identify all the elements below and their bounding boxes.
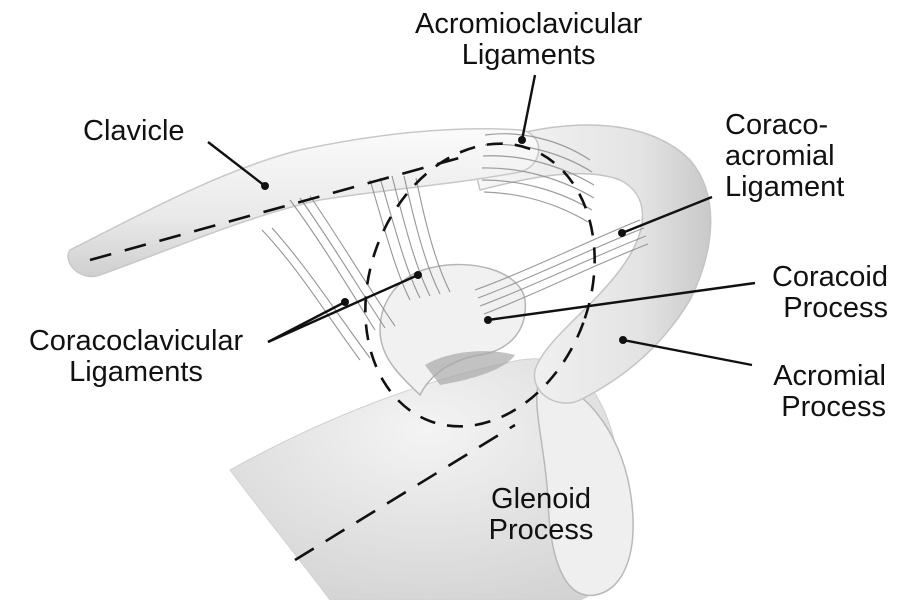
label-line: Ligaments [69,356,203,388]
leader-dots [261,136,627,344]
label-line: Acromioclavicular [415,8,643,40]
label-clavicle: Clavicle [83,116,185,147]
label-acromioclavicular-ligaments: Acromioclavicular Ligaments [415,9,642,71]
coracoid-shadow [425,351,515,385]
label-line: Coraco- [725,109,829,141]
leader-acromial [622,338,753,367]
label-line: Process [781,391,886,423]
joint-region-outline [364,142,596,428]
leader-coracoacromial [621,195,713,235]
label-line: Ligaments [461,39,596,71]
label-coracoid-process: Coracoid Process [764,262,888,324]
coracoid-bone [379,263,527,397]
glenoid-axis-line [294,423,516,562]
clavicle-axis-line [89,153,471,262]
label-line: Clavicle [83,115,185,147]
leader-acromioclavicular [520,74,537,141]
leader-lines [207,74,756,367]
label-line: Process [783,292,888,324]
glenoid-fossa [536,379,634,597]
label-coracoacromial-ligament: Coraco- acromial Ligament [725,110,844,203]
coracoclavicular-ligament-fibers [261,175,451,361]
leader-clavicle [207,141,266,187]
label-line: acromial [725,140,835,172]
label-line: Glenoid [491,483,591,515]
label-line: Process [488,514,594,546]
label-line: Coracoid [771,261,888,293]
label-line: Ligament [725,171,845,203]
label-glenoid-process: Glenoid Process [478,484,604,546]
label-line: Acromial [773,360,886,392]
acromion-bone [469,124,712,404]
leader-coracoid [487,281,756,322]
leader-coracoclavicular-2 [267,273,419,344]
coracoacromial-ligament-fibers [474,219,649,315]
label-line: Coracoclavicular [28,325,244,357]
label-coracoclavicular-ligaments: Coracoclavicular Ligaments [16,326,256,388]
label-acromial-process: Acromial Process [760,361,886,423]
